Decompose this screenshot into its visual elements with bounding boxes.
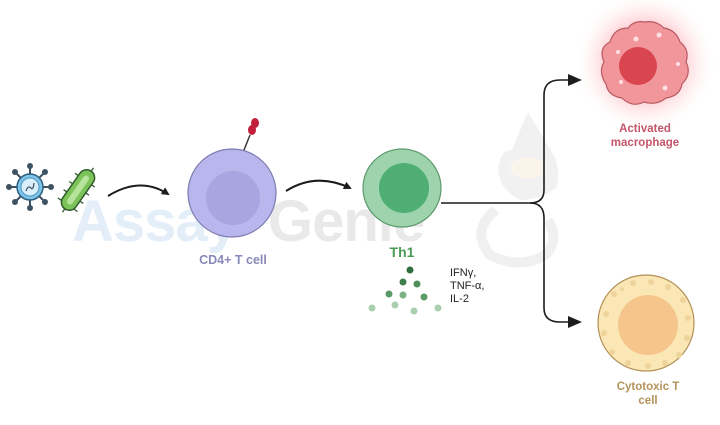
cytotoxic-label-line2: cell [638,395,658,407]
tcr-receptor-icon [248,118,259,135]
arrow-pathogen-to-cd4 [107,184,170,197]
th1-label: Th1 [389,244,415,260]
cd4-t-cell [187,118,277,238]
activated-macrophage [573,0,717,134]
arrow-cd4-to-th1 [285,179,352,192]
cytokine-tnf-alpha: TNF-α, [450,280,485,292]
branch-line-lower [529,202,582,328]
branch-line [441,74,582,204]
bacterium-icon [57,167,96,213]
cytokine-il-2: IL-2 [450,293,469,305]
macrophage-label-line2: macrophage [610,137,680,149]
cytotoxic-t-cell-label: Cytotoxic T cell [598,380,698,408]
cytokine-ifn-gamma: IFNγ, [450,267,477,279]
cd4-t-cell-label: CD4+ T cell [199,253,267,267]
cytotoxic-label-line1: Cytotoxic T [616,381,680,393]
cytokine-list: IFNγ, TNF-α, IL-2 [450,267,484,306]
genie-watermark-icon [476,112,559,268]
macrophage-label-line1: Activated [619,123,671,135]
virus-icon [6,163,54,211]
th1-cell [362,148,442,228]
activated-macrophage-label: Activated macrophage [595,122,695,150]
cytotoxic-t-cell [597,274,695,372]
cytokine-dots-icon [368,266,442,315]
